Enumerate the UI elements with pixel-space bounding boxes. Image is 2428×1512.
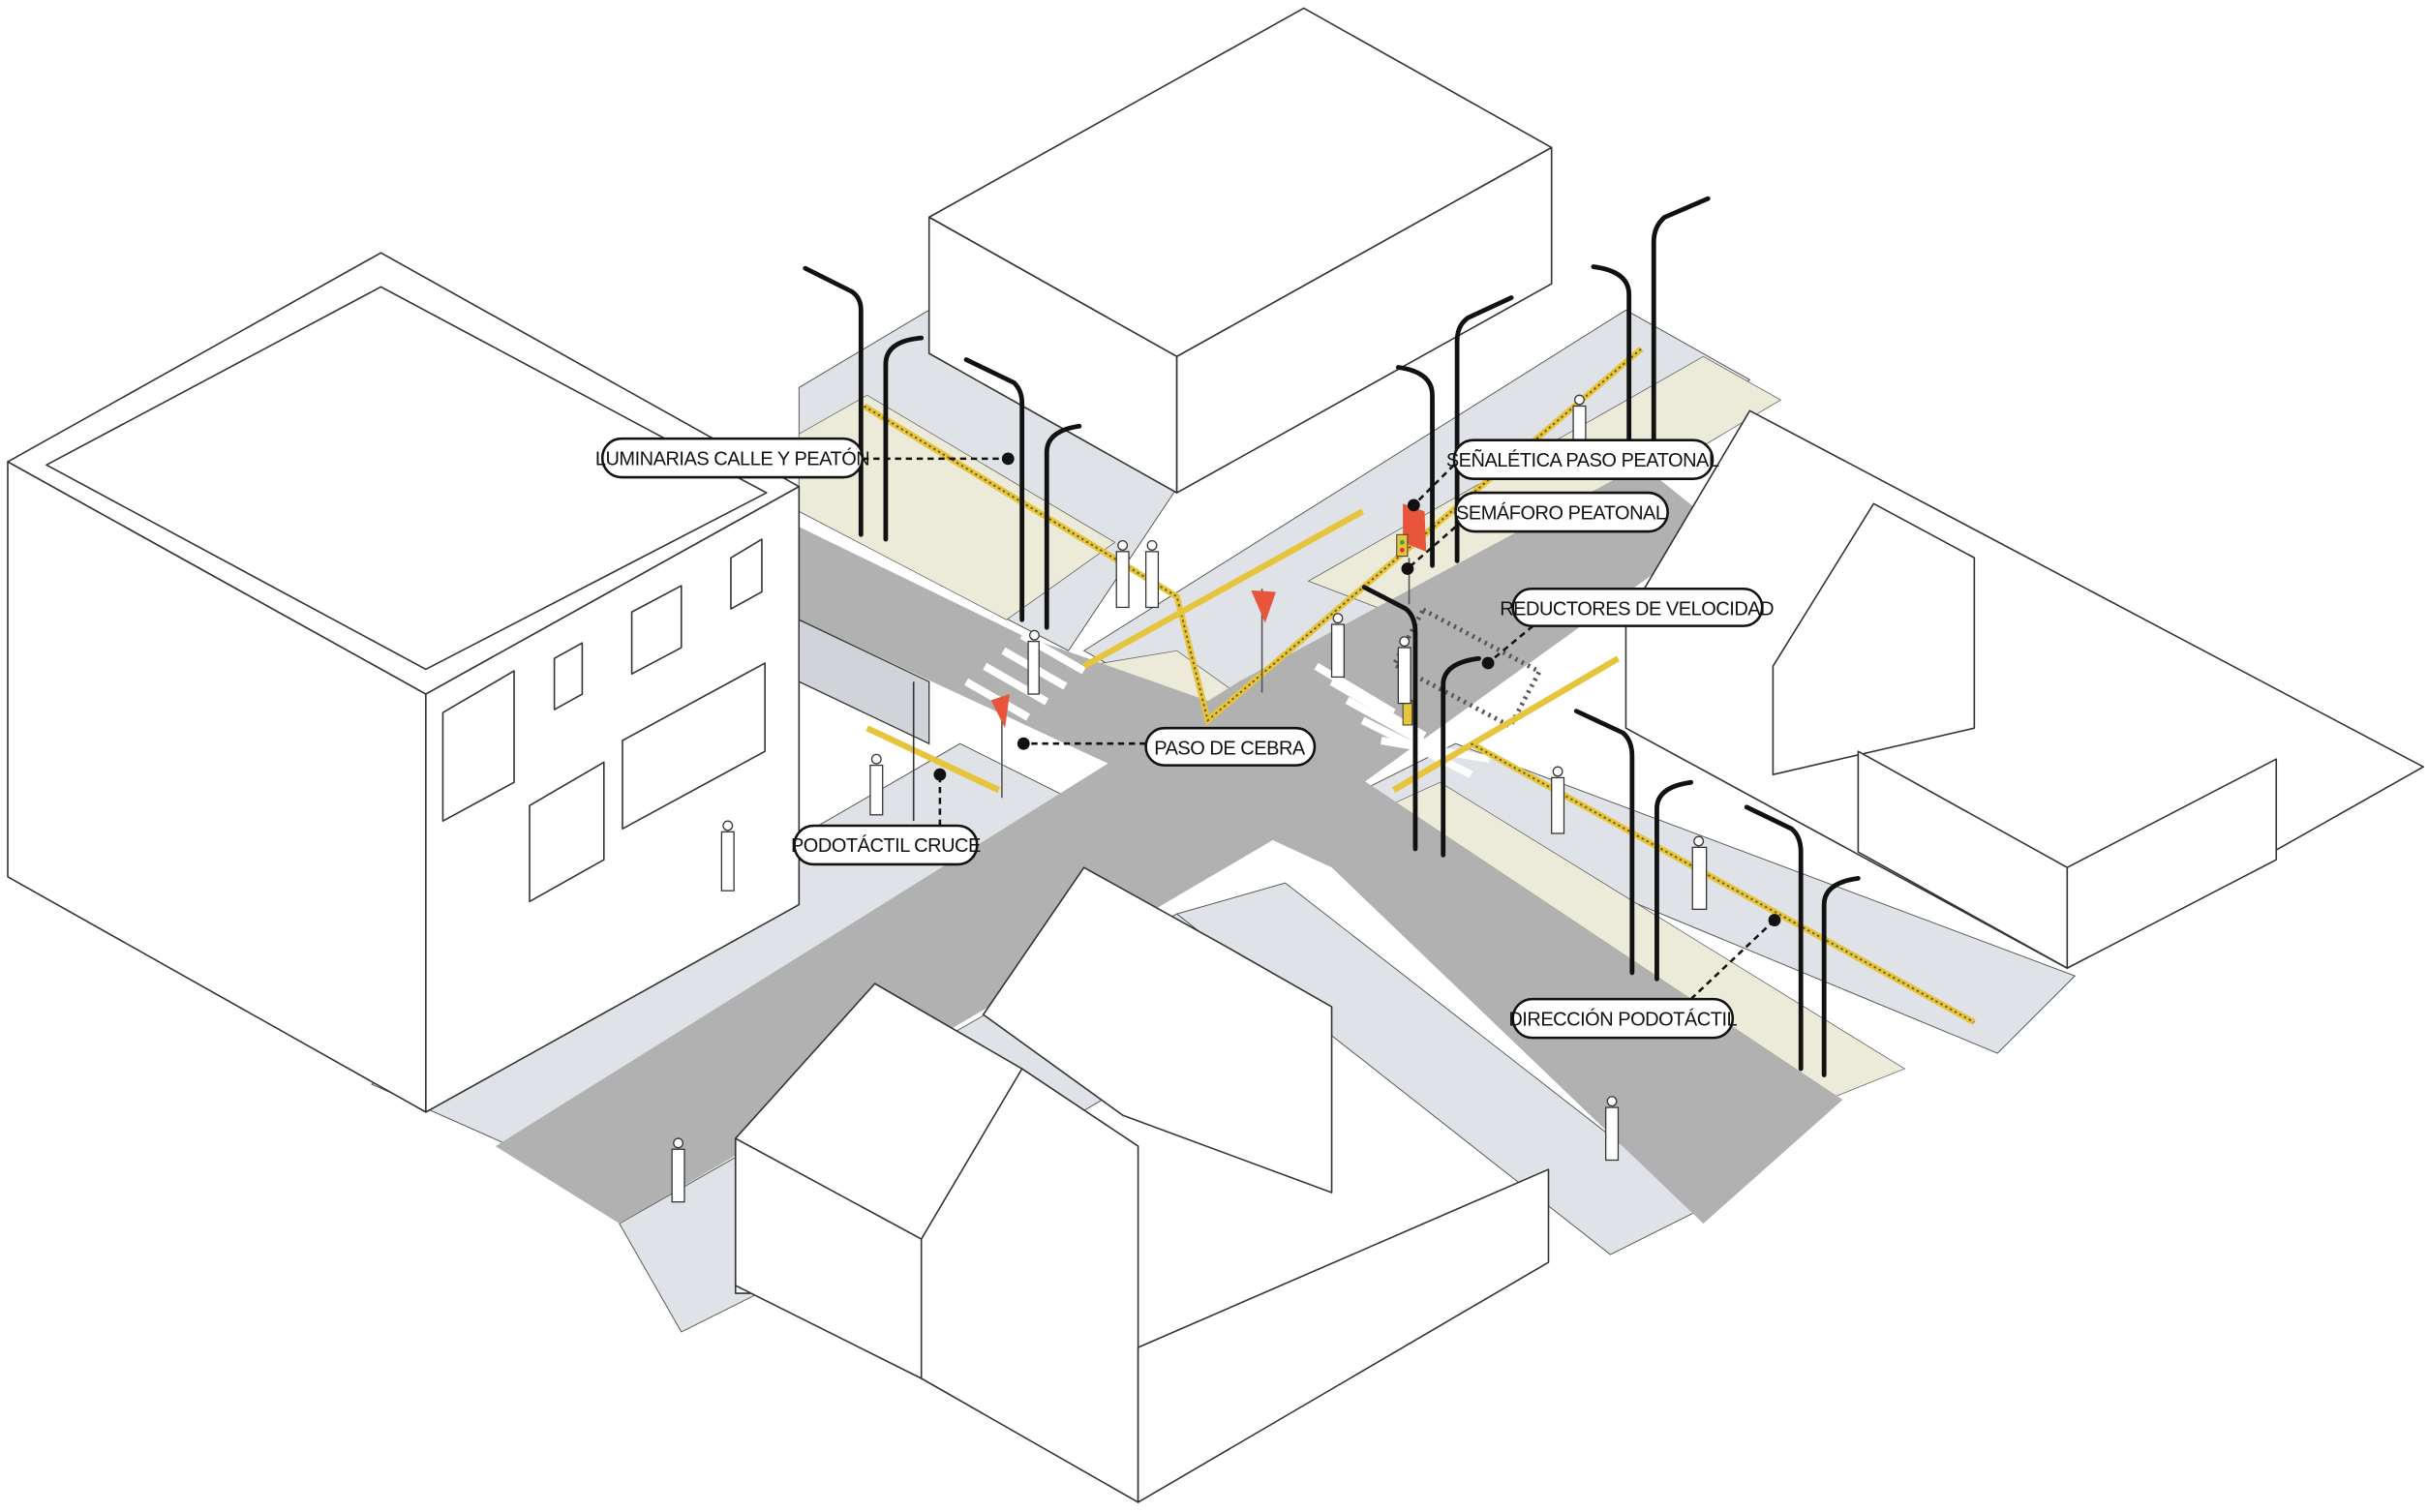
pedestrian-icon [1115, 540, 1130, 609]
label-text: REDUCTORES DE VELOCIDAD [1500, 598, 1774, 620]
label-text: SEÑALÉTICA PASO PEATONAL [1446, 448, 1719, 471]
pedestrian-icon [1572, 394, 1587, 441]
label-direccion-podotactil: DIRECCIÓN PODOTÁCTIL [1508, 997, 1738, 1040]
pedestrian-icon [1330, 613, 1345, 679]
label-senaletica: SEÑALÉTICA PASO PEATONAL [1446, 438, 1719, 480]
sign-panel-icon [1403, 503, 1427, 552]
pedestrians [671, 394, 1708, 1203]
pedestrian-icon [1605, 1096, 1620, 1162]
label-text: SEMÁFORO PEATONAL [1456, 501, 1666, 524]
pedestrian-icon [671, 1137, 685, 1203]
label-podotactil-cruce: PODOTÁCTIL CRUCE [791, 824, 981, 866]
label-text: DIRECCIÓN PODOTÁCTIL [1508, 1008, 1737, 1030]
label-luminarias: LUMINARIAS CALLE Y PEATÓN [595, 437, 870, 479]
pedestrian-icon [1397, 636, 1411, 705]
green-strip-ne [1307, 355, 1782, 620]
label-text: LUMINARIAS CALLE Y PEATÓN [595, 447, 869, 469]
pedestrian-icon [1027, 629, 1040, 695]
pedestrian-icon [1551, 766, 1565, 834]
label-text: PASO DE CEBRA [1154, 738, 1306, 759]
label-text: PODOTÁCTIL CRUCE [791, 834, 981, 857]
canopy [798, 619, 930, 822]
pedestrian-signs [990, 503, 1427, 799]
building-left [7, 252, 801, 1113]
pedestrian-icon [869, 753, 884, 816]
label-reductores: REDUCTORES DE VELOCIDAD [1500, 587, 1775, 627]
label-paso-cebra: PASO DE CEBRA [1144, 726, 1317, 767]
leader-lines [862, 452, 1781, 1001]
buildings-bottom [734, 866, 1550, 1503]
building-top [927, 7, 1553, 494]
pedestrian-icon [1691, 835, 1708, 910]
label-semaforo: SEMÁFORO PEATONAL [1454, 491, 1669, 533]
street-lights [803, 196, 1861, 1077]
buildings-right [1624, 409, 2425, 969]
sign-flag-icon [1251, 590, 1276, 623]
pedestrian-icon [1144, 540, 1160, 609]
sign-flag-icon [990, 694, 1010, 729]
road-nw-se [799, 527, 1843, 1225]
sidewalk-se [1361, 742, 2077, 1054]
pedestrian-icon [720, 820, 735, 892]
speed-bump-dots [1390, 606, 1543, 730]
